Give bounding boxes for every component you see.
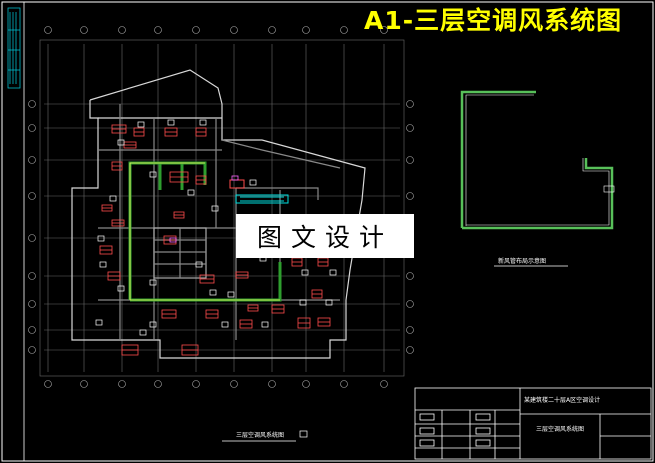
detail-caption: 新风管布局示意图	[498, 258, 547, 265]
air-grille	[199, 119, 207, 126]
grid-bubble	[154, 380, 162, 388]
grid-bubble	[118, 380, 126, 388]
grid-bubble	[406, 100, 414, 108]
air-grille	[211, 205, 219, 212]
air-grille	[139, 329, 147, 336]
cyan-vents	[229, 179, 289, 204]
grid-bubble	[80, 26, 88, 34]
grid-bubble	[192, 380, 200, 388]
air-grille	[149, 321, 157, 328]
grid-bubble	[268, 26, 276, 34]
plan-caption: 三层空调风系统图	[236, 432, 285, 439]
grid-bubble	[380, 380, 388, 388]
air-grille	[117, 139, 125, 146]
air-grille	[167, 119, 175, 126]
air-grille	[329, 269, 337, 276]
grid-bubble	[340, 380, 348, 388]
air-grille	[325, 299, 333, 306]
grid-bubble	[28, 272, 36, 280]
grid-boundary	[39, 39, 405, 377]
air-grille	[221, 321, 229, 328]
air-grille	[95, 319, 103, 326]
grid-bubble	[230, 26, 238, 34]
grid-bubble	[302, 380, 310, 388]
grid-bubble	[28, 300, 36, 308]
grid-bubble	[406, 346, 414, 354]
air-grille	[97, 235, 105, 242]
grid-bubble	[28, 156, 36, 164]
axis-bubbles	[28, 26, 414, 388]
air-grille	[187, 189, 195, 196]
magenta-marks	[169, 175, 239, 243]
grid-bubble	[154, 26, 162, 34]
grid-bubble	[28, 234, 36, 242]
air-grille	[227, 291, 235, 298]
air-grille	[299, 299, 307, 306]
grid-bubble	[28, 124, 36, 132]
title-block-sheet: 三层空调风系统图	[536, 426, 585, 433]
grid-bubble	[302, 26, 310, 34]
title-block	[414, 387, 652, 460]
air-grilles	[95, 119, 337, 336]
grid-bubble	[406, 326, 414, 334]
grid-bubble	[406, 156, 414, 164]
grid-bubble	[80, 380, 88, 388]
air-grille	[195, 261, 203, 268]
grid-bubble	[28, 100, 36, 108]
title-block-project: 某建筑楼二十层A区空调设计	[524, 397, 601, 404]
grid-bubble	[192, 26, 200, 34]
air-grille	[117, 285, 125, 292]
grid-bubble	[380, 26, 388, 34]
air-grille	[109, 195, 117, 202]
drawing-title: A1-三层空调风系统图	[364, 6, 623, 35]
air-grille	[209, 289, 217, 296]
grid-bubble	[44, 380, 52, 388]
fan-coil-units	[99, 124, 331, 356]
air-grille	[137, 121, 145, 128]
grid-bubble	[406, 192, 414, 200]
axis-grid	[39, 39, 405, 377]
grid-bubble	[230, 380, 238, 388]
grid-bubble	[28, 326, 36, 334]
fresh-air-duct-detail	[460, 90, 615, 230]
grid-bubble	[340, 26, 348, 34]
left-binding-strip	[7, 7, 21, 89]
grid-bubble	[406, 300, 414, 308]
grid-bubble	[28, 192, 36, 200]
grid-bubble	[44, 26, 52, 34]
air-grille	[261, 321, 269, 328]
grid-bubble	[406, 124, 414, 132]
air-grille	[149, 279, 157, 286]
watermark-label: 图文设计	[236, 214, 414, 258]
grid-bubble	[406, 272, 414, 280]
air-grille	[249, 179, 257, 186]
grid-bubble	[28, 346, 36, 354]
air-grille	[301, 269, 309, 276]
grid-bubble	[268, 380, 276, 388]
air-grille	[99, 261, 107, 268]
grid-bubble	[118, 26, 126, 34]
air-grille	[149, 171, 157, 178]
